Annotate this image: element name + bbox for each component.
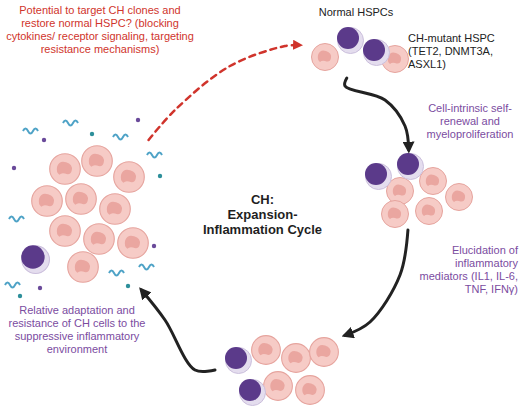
cytokine-dot [42, 138, 46, 142]
myeloid-cell [420, 168, 447, 195]
cytokine-dot [136, 118, 140, 122]
cytokine [23, 129, 38, 134]
cytokine-dot [126, 284, 130, 288]
cytokine-dot [90, 132, 94, 136]
cytokine-dot [38, 286, 42, 290]
hspc-cell [225, 347, 252, 374]
cycle-arrow [345, 230, 408, 335]
cycle-heading: CH:Expansion-Inflammation Cycle [200, 192, 325, 237]
cytokine [147, 153, 162, 158]
myeloid-cell [114, 162, 145, 193]
step-annotation: Relative adaptation and resistance of CH… [4, 304, 150, 356]
myeloid-cell [264, 372, 293, 401]
myeloid-cell [312, 44, 339, 71]
cell-cluster [10, 140, 155, 290]
myeloid-cell [382, 201, 409, 228]
cytokine [63, 121, 78, 126]
cell-cluster [355, 150, 475, 230]
cytokine [5, 283, 20, 288]
hspc-cell [365, 163, 392, 190]
myeloid-cell [84, 224, 115, 255]
hspc-cell [363, 39, 390, 66]
myeloid-cell [416, 198, 443, 225]
cytokine [109, 271, 124, 276]
hspc-cell [337, 27, 364, 54]
normal-hspc-cells [312, 27, 409, 73]
expanding-cells [365, 153, 473, 228]
myeloid-cell [32, 186, 63, 217]
hspc-cell [239, 379, 266, 406]
myeloid-cell [50, 154, 81, 185]
myeloid-cell [50, 216, 81, 247]
cell-label: Normal HSPCs [316, 6, 396, 19]
cell-label: CH-mutant HSPC (TET2, DNMT3A, ASXL1) [408, 32, 512, 71]
myeloid-cell [68, 252, 99, 283]
cytokine [139, 265, 154, 270]
step-annotation: Elucidation of inflammatory mediators (I… [408, 244, 518, 296]
myeloid-cell [446, 184, 473, 211]
myeloid-cell [282, 344, 311, 373]
myeloid-cell [100, 194, 131, 225]
cytokine-dot [152, 244, 156, 248]
cytokine [113, 135, 128, 140]
cytokines [5, 118, 162, 298]
hspc-cell [397, 153, 424, 180]
cytokine [9, 217, 24, 222]
myeloid-cell [82, 146, 113, 177]
myeloid-cell [310, 338, 339, 367]
cell-cluster: Normal HSPCsCH-mutant HSPC (TET2, DNMT3A… [300, 6, 410, 78]
myeloid-cell [252, 336, 281, 365]
cytokine-dot [158, 174, 162, 178]
step-annotation: Cell-intrinsic self-renewal and myelopro… [422, 102, 518, 141]
cycle-title: Expansion-Inflammation Cycle [200, 207, 325, 237]
myeloid-cell [66, 184, 97, 215]
cytokine-dot [18, 294, 22, 298]
cycle-arrow [345, 78, 409, 150]
cell-cluster [215, 330, 345, 410]
cycle-arrow [149, 45, 300, 140]
cytokine-dot [12, 166, 16, 170]
step-annotation: Potential to target CH clones and restor… [4, 4, 196, 56]
adapted-cells [21, 146, 148, 283]
cycle-title: CH: [200, 192, 325, 207]
cycle-arrow [141, 290, 215, 372]
inflamed-cells [225, 336, 338, 406]
myeloid-cell [296, 376, 325, 405]
myeloid-cell [118, 228, 149, 259]
hspc-cell [21, 245, 49, 273]
